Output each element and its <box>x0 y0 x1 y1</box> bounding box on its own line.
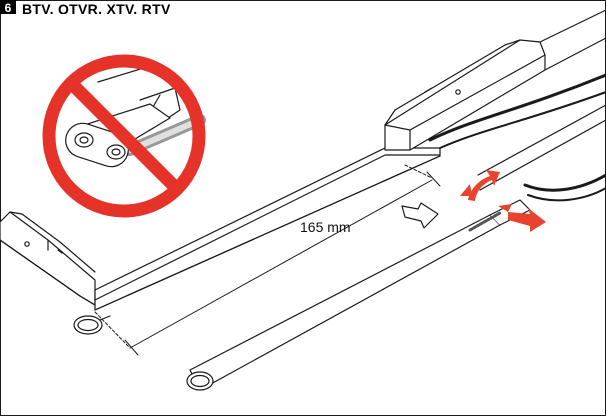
prohibition-sign-icon <box>42 54 206 218</box>
lower-end-cap <box>73 315 111 335</box>
right-end-bracket <box>384 39 546 151</box>
left-end-bracket <box>0 211 96 306</box>
step-number-badge: 6 <box>0 0 16 14</box>
dimension-label: 165 mm <box>300 219 351 235</box>
dimension-line <box>94 164 441 356</box>
step-title: BTV, QTVR, XTV, RTV <box>22 4 171 14</box>
step-header: 6 BTV, QTVR, XTV, RTV <box>0 0 171 14</box>
direction-arrow-icon <box>401 202 439 229</box>
rotate-arrows-icon <box>460 170 546 232</box>
strap-belts <box>428 73 606 202</box>
upper-housing <box>477 9 606 191</box>
lower-rail <box>94 147 441 311</box>
